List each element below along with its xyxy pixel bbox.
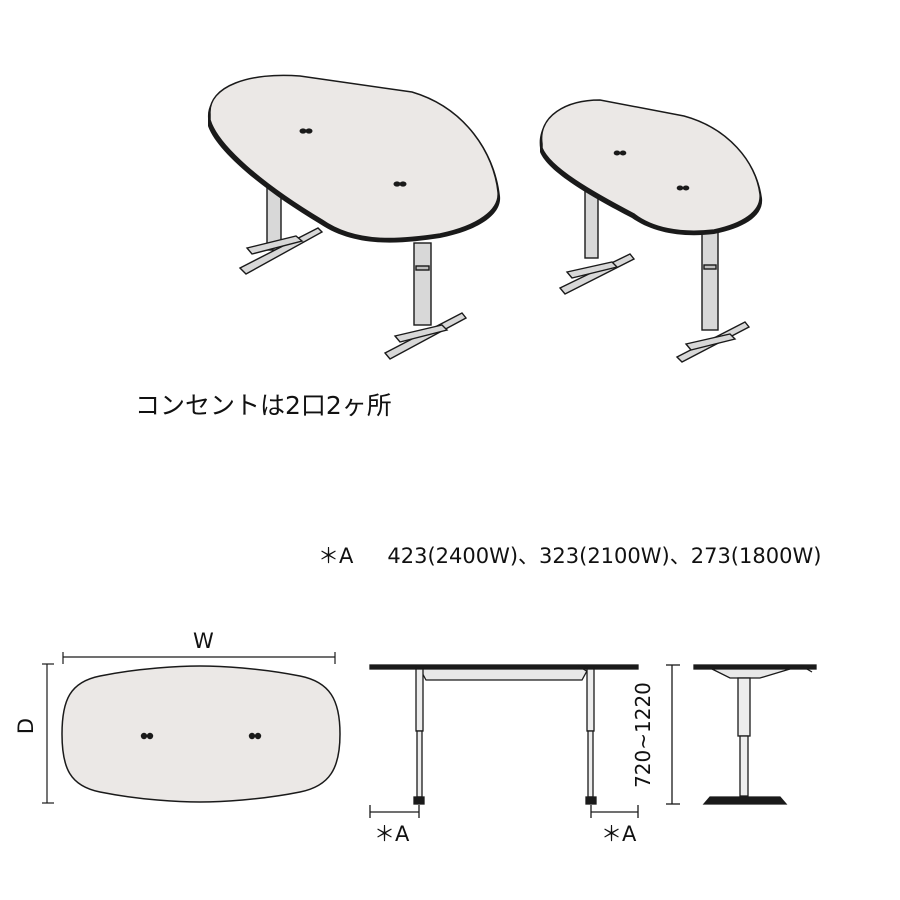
a-label-left: ＊A <box>374 822 410 846</box>
outlet-icon <box>676 185 690 191</box>
outlet-icon <box>248 732 262 740</box>
large-table-iso <box>207 74 501 360</box>
width-label: W <box>193 629 214 653</box>
front-elevation <box>369 664 639 818</box>
large-table-leg-left <box>238 184 324 275</box>
outlet-icon <box>393 181 407 187</box>
large-table-top <box>209 74 499 240</box>
outlet-caption: コンセントは2口2ヶ所 <box>135 391 392 420</box>
plan-tabletop <box>61 665 341 803</box>
height-range-label: 720~1220 <box>630 682 655 788</box>
large-table-leg-right <box>383 242 468 360</box>
depth-dimension-line <box>42 663 54 804</box>
small-table-top <box>540 99 761 232</box>
outlet-icon <box>140 732 154 740</box>
small-table-leg-right <box>675 231 751 363</box>
a-dimension-right <box>590 805 639 818</box>
small-table-iso <box>539 99 763 363</box>
a-dimension-note: ＊A 423(2400W)、323(2100W)、273(1800W) <box>318 540 821 570</box>
outlet-icon <box>299 128 313 134</box>
outlet-icon <box>613 150 627 156</box>
a-note-values: 423(2400W)、323(2100W)、273(1800W) <box>387 544 822 568</box>
a-label-right: ＊A <box>601 822 637 846</box>
side-elevation <box>666 664 817 805</box>
depth-label: D <box>14 717 39 735</box>
plan-view <box>42 652 341 804</box>
a-note-mark: ＊A <box>318 544 354 568</box>
height-dimension-line <box>666 664 680 805</box>
a-dimension-left <box>369 805 420 818</box>
width-dimension-line <box>62 652 336 664</box>
